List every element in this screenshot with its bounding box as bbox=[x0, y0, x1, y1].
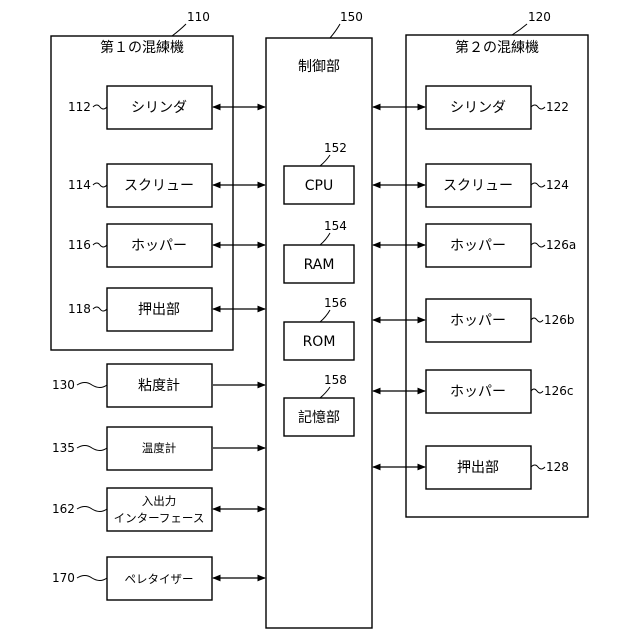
storage-ref: 158 bbox=[324, 373, 347, 387]
pelletizer-leader bbox=[77, 576, 107, 581]
ram-ref: 154 bbox=[324, 219, 347, 233]
mixer-2-hopper-b-leader bbox=[531, 318, 543, 322]
mixer-1: 第１の混練機 110 シリンダ 112 スクリュー 114 ホッパー 116 押… bbox=[51, 10, 233, 350]
io-interface-ref: 162 bbox=[52, 502, 75, 516]
mixer-2-title: 第２の混練機 bbox=[455, 39, 539, 56]
mixer-2: 第２の混練機 120 シリンダ 122 スクリュー 124 ホッパー 126a … bbox=[406, 10, 588, 517]
mixer-1-hopper-label: ホッパー bbox=[131, 238, 187, 254]
rom-ref-leader bbox=[320, 310, 330, 322]
mixer-2-cylinder-leader bbox=[531, 105, 545, 109]
peripheral-devices: 粘度計 130 温度計 135 入出力 インターフェース 162 ペレタイザー … bbox=[52, 364, 212, 600]
rom-ref: 156 bbox=[324, 296, 347, 310]
mixer-2-ref: 120 bbox=[528, 10, 551, 24]
controller: 制御部 150 CPU 152 RAM 154 ROM 156 記憶部 158 bbox=[266, 10, 372, 628]
controller-ref: 150 bbox=[340, 10, 363, 24]
mixer-1-title: 第１の混練機 bbox=[100, 39, 184, 56]
controller-ref-leader bbox=[330, 24, 340, 38]
mixer-1-ref: 110 bbox=[187, 10, 210, 24]
mixer-1-cylinder-label: シリンダ bbox=[131, 100, 187, 116]
mixer-1-ref-leader bbox=[172, 24, 186, 36]
mixer-1-screw-label: スクリュー bbox=[124, 178, 194, 194]
mixer-2-extruder-ref: 128 bbox=[546, 460, 569, 474]
thermometer-label: 温度計 bbox=[142, 441, 177, 455]
mixer-2-extruder-label: 押出部 bbox=[457, 460, 499, 476]
thermometer-ref: 135 bbox=[52, 441, 75, 455]
mixer-2-screw-label: スクリュー bbox=[443, 178, 513, 194]
mixer-1-hopper-leader bbox=[93, 243, 107, 247]
storage-label: 記憶部 bbox=[298, 409, 340, 426]
pelletizer-label: ペレタイザー bbox=[125, 572, 194, 586]
mixer-2-hopper-a-leader bbox=[531, 243, 545, 247]
mixer-1-screw-leader bbox=[93, 183, 107, 187]
thermometer-leader bbox=[77, 446, 107, 451]
viscometer-ref: 130 bbox=[52, 378, 75, 392]
mixer-1-extruder-label: 押出部 bbox=[138, 302, 180, 318]
mixer-2-screw-leader bbox=[531, 183, 545, 187]
viscometer-label: 粘度計 bbox=[138, 378, 180, 394]
io-interface-leader bbox=[77, 507, 107, 512]
mixer-2-hopper-b-label: ホッパー bbox=[450, 313, 506, 329]
cpu-ref-leader bbox=[320, 155, 330, 166]
cpu-label: CPU bbox=[305, 178, 333, 194]
mixer-2-hopper-a-ref: 126a bbox=[546, 238, 576, 252]
mixer-1-cylinder-leader bbox=[93, 105, 107, 109]
viscometer-leader bbox=[77, 383, 107, 388]
storage-ref-leader bbox=[320, 387, 330, 398]
io-interface-label-line2: インターフェース bbox=[114, 511, 205, 525]
controller-title: 制御部 bbox=[298, 59, 340, 75]
ram-label: RAM bbox=[304, 257, 335, 273]
mixer-2-hopper-b-ref: 126b bbox=[544, 313, 575, 327]
mixer-1-hopper-ref: 116 bbox=[68, 238, 91, 252]
mixer-2-cylinder-label: シリンダ bbox=[450, 100, 506, 116]
pelletizer-ref: 170 bbox=[52, 571, 75, 585]
mixer-2-hopper-a-label: ホッパー bbox=[450, 238, 506, 254]
mixer-2-hopper-c-ref: 126c bbox=[544, 384, 574, 398]
ram-ref-leader bbox=[320, 233, 330, 245]
mixer-2-hopper-c-leader bbox=[531, 389, 543, 393]
mixer-1-extruder-ref: 118 bbox=[68, 302, 91, 316]
mixer-2-extruder-leader bbox=[531, 465, 545, 469]
io-interface-label-line1: 入出力 bbox=[142, 494, 177, 508]
mixer-1-cylinder-ref: 112 bbox=[68, 100, 91, 114]
mixer-2-screw-ref: 124 bbox=[546, 178, 569, 192]
mixer-1-extruder-leader bbox=[93, 307, 107, 311]
cpu-ref: 152 bbox=[324, 141, 347, 155]
mixer-2-hopper-c-label: ホッパー bbox=[450, 384, 506, 400]
mixer-2-cylinder-ref: 122 bbox=[546, 100, 569, 114]
mixer-1-screw-ref: 114 bbox=[68, 178, 91, 192]
rom-label: ROM bbox=[303, 334, 336, 350]
mixer-2-ref-leader bbox=[512, 24, 527, 35]
